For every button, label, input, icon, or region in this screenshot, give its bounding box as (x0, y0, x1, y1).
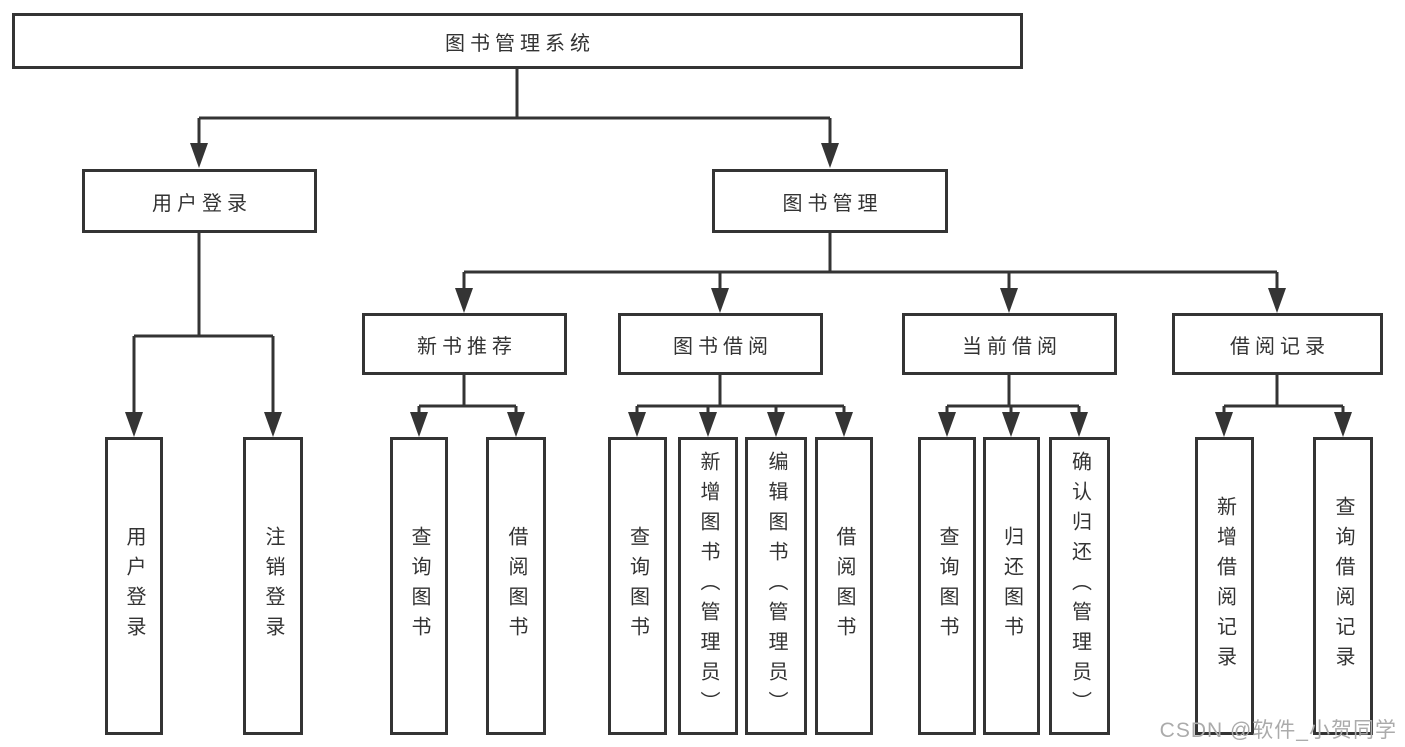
leaf-label: 用户登录 (123, 526, 145, 646)
node-current-borrowing: 当前借阅 (902, 313, 1117, 375)
leaf-label: 新增图书（管理员） (697, 451, 719, 721)
node-book-management-label: 图书管理 (782, 192, 883, 215)
leaf-add-book-admin: 新增图书（管理员） (678, 437, 738, 735)
leaf-label: 查询图书 (408, 526, 430, 646)
leaf-user-login: 用户登录 (105, 437, 163, 735)
node-borrowing-records: 借阅记录 (1172, 313, 1383, 375)
leaf-edit-book-admin: 编辑图书（管理员） (745, 437, 807, 735)
leaf-logout: 注销登录 (243, 437, 303, 735)
leaf-query-borrow-record: 查询借阅记录 (1313, 437, 1373, 735)
leaf-borrow-books-recommend: 借阅图书 (486, 437, 546, 735)
watermark: CSDN @软件_小贺同学 (1159, 719, 1397, 742)
leaf-label: 查询图书 (626, 526, 649, 646)
leaf-label: 编辑图书（管理员） (765, 451, 787, 721)
leaf-confirm-return-admin: 确认归还（管理员） (1049, 437, 1110, 735)
node-book-borrowing-label: 图书借阅 (673, 335, 773, 358)
leaf-label: 归还图书 (1000, 526, 1023, 646)
node-root-label: 图书管理系统 (445, 32, 595, 55)
leaf-label: 新增借阅记录 (1213, 496, 1236, 676)
node-current-borrowing-label: 当前借阅 (962, 335, 1062, 358)
leaf-label: 确认归还（管理员） (1068, 451, 1091, 721)
leaf-query-books-recommend: 查询图书 (390, 437, 448, 735)
node-book-borrowing: 图书借阅 (618, 313, 823, 375)
leaf-label: 注销登录 (262, 526, 284, 646)
leaf-label: 借阅图书 (833, 526, 855, 646)
leaf-return-books: 归还图书 (983, 437, 1040, 735)
node-user-login: 用户登录 (82, 169, 317, 233)
node-new-book-recommend: 新书推荐 (362, 313, 567, 375)
leaf-query-books-borrowing: 查询图书 (608, 437, 667, 735)
leaf-add-borrow-record: 新增借阅记录 (1195, 437, 1254, 735)
leaf-borrow-books: 借阅图书 (815, 437, 873, 735)
leaf-label: 查询图书 (936, 526, 958, 646)
arrowhead-icons (125, 143, 1352, 437)
node-borrowing-records-label: 借阅记录 (1230, 335, 1330, 358)
node-root-library-system: 图书管理系统 (12, 13, 1023, 69)
leaf-label: 查询借阅记录 (1332, 496, 1354, 676)
node-user-login-label: 用户登录 (152, 192, 252, 215)
leaf-label: 借阅图书 (505, 526, 527, 646)
leaf-query-books-current: 查询图书 (918, 437, 976, 735)
node-new-book-recommend-label: 新书推荐 (417, 335, 517, 358)
node-book-management: 图书管理 (712, 169, 948, 233)
